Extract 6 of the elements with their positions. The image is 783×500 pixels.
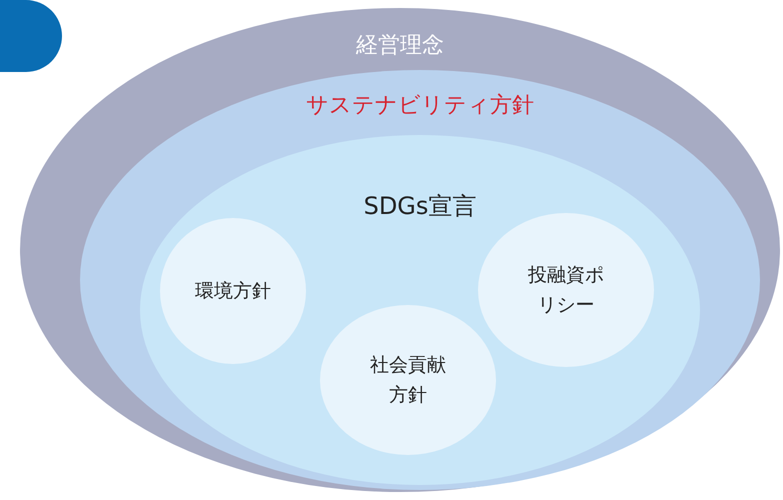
- policy-label: 環境方針: [195, 278, 271, 304]
- region-title: サステナビリティ方針: [305, 92, 535, 120]
- region-title: SDGs宣言: [362, 191, 478, 222]
- region-title: 経営理念: [355, 32, 445, 60]
- policy-label: 社会貢献方針: [369, 352, 447, 408]
- policy-label: 投融資ポリシー: [527, 262, 605, 318]
